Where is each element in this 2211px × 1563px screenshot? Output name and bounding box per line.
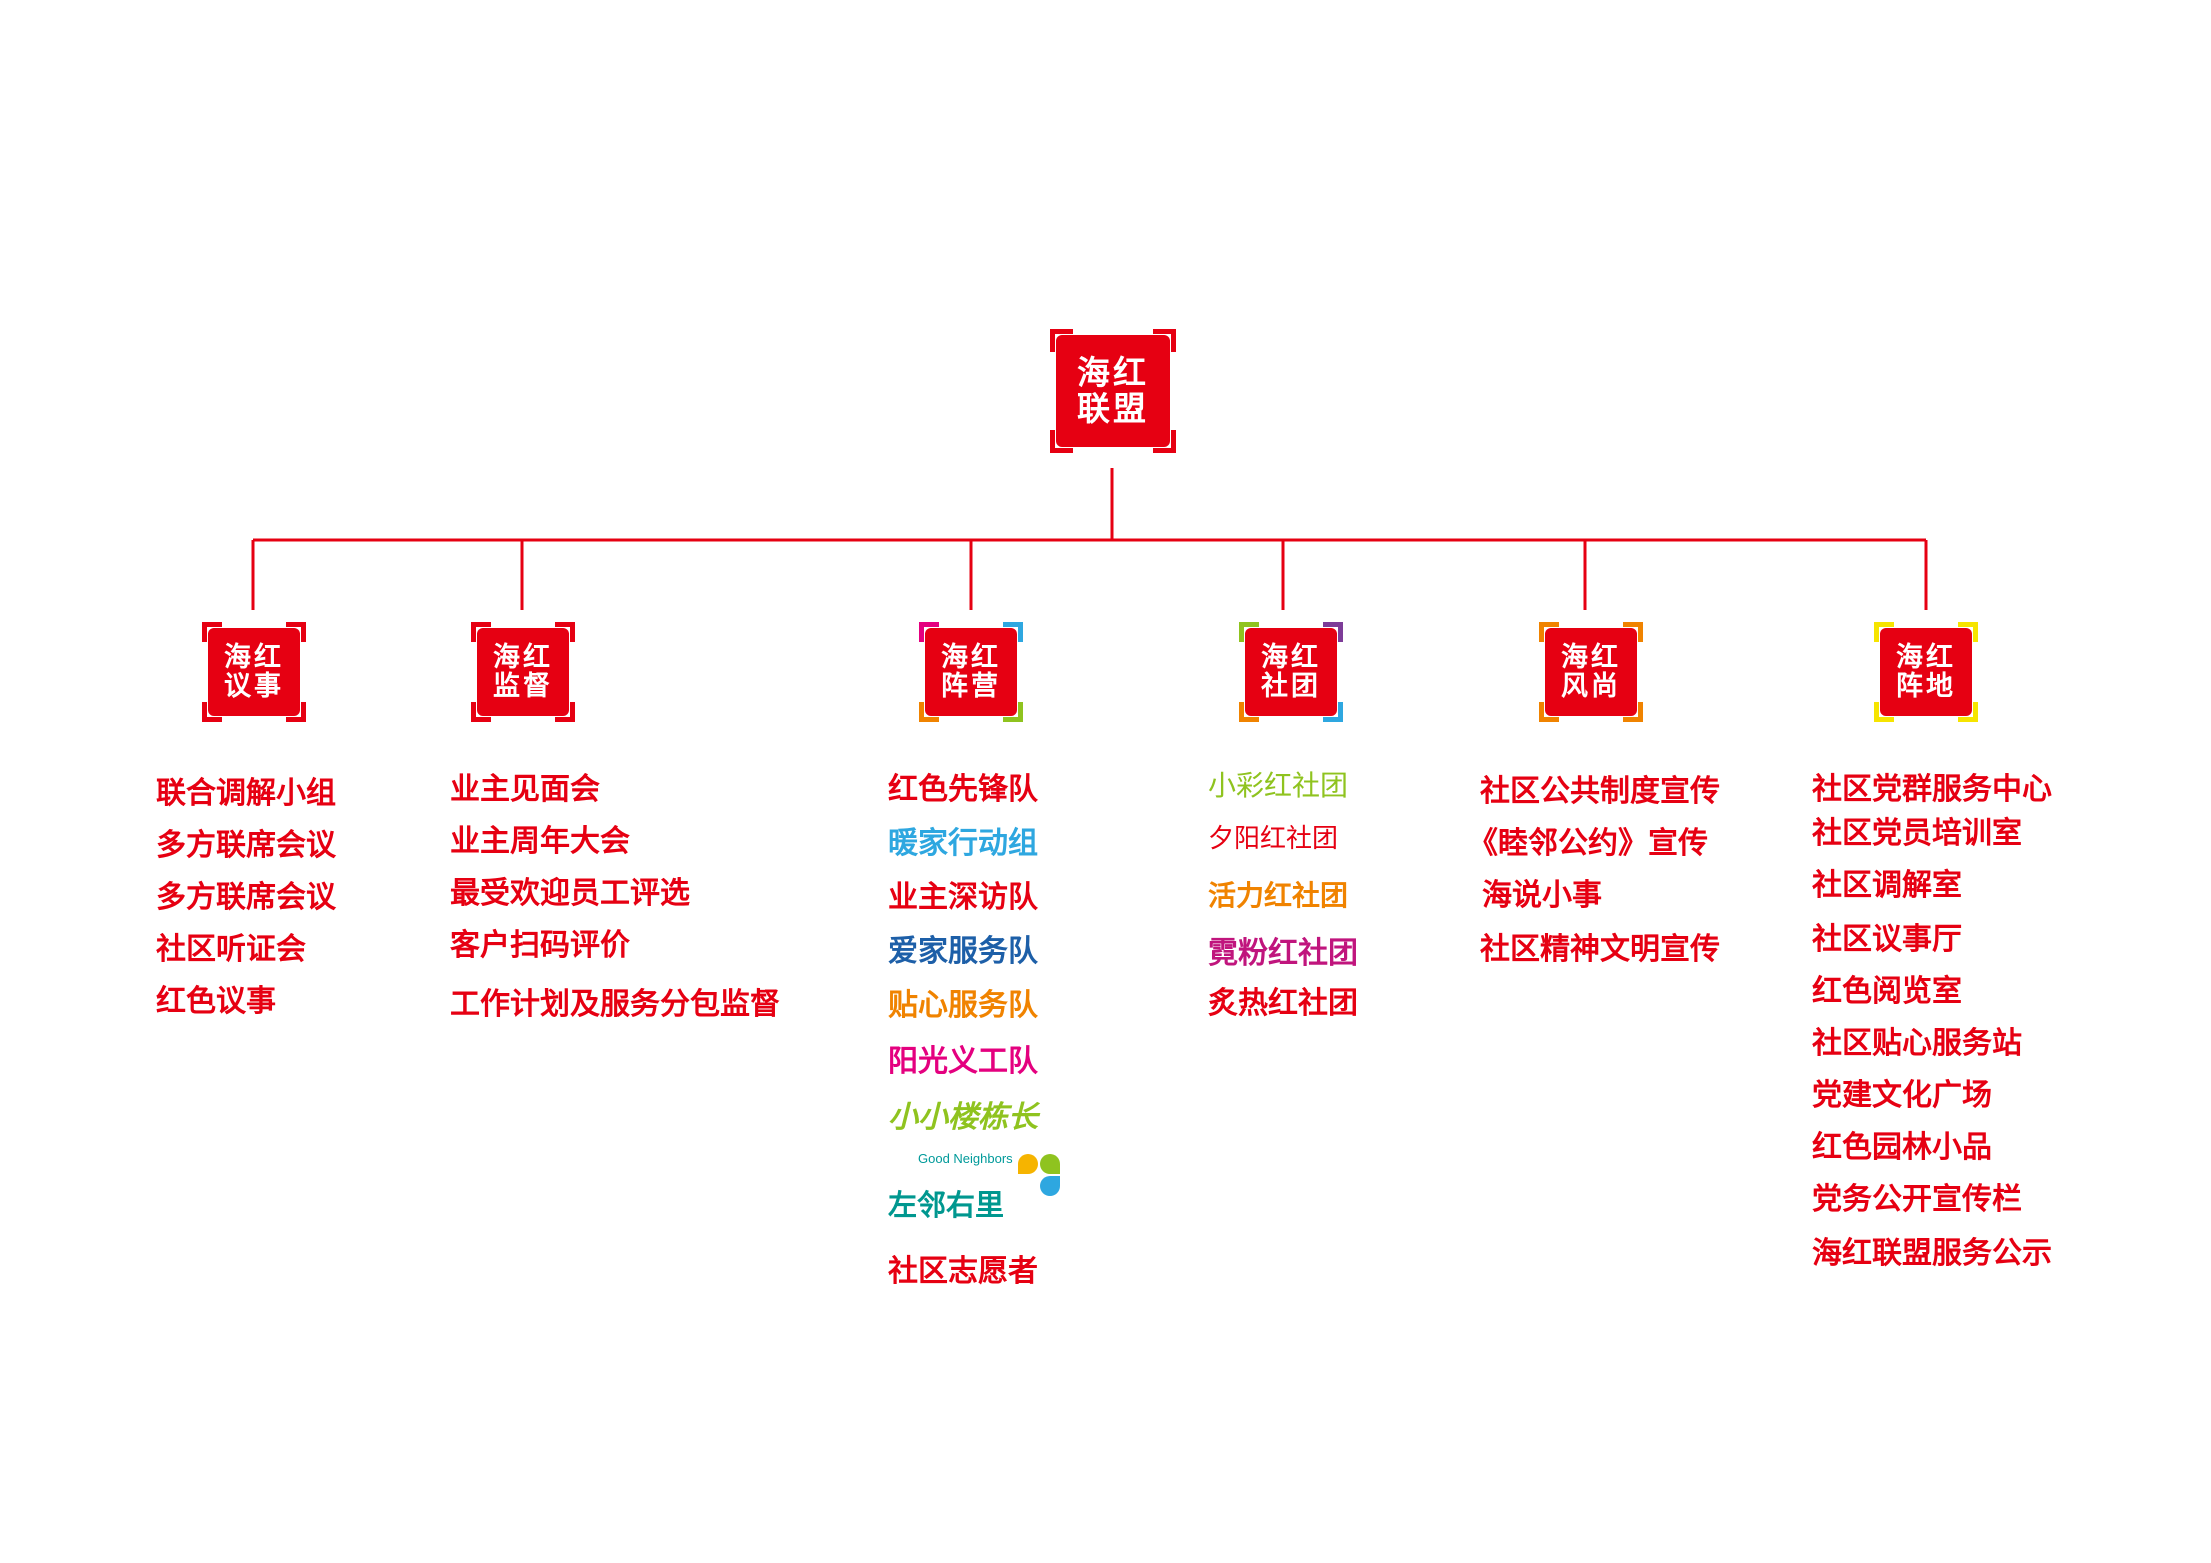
list-item-logo-vitality-club: 活力红社团 [1208,879,1349,912]
branch-badge-style: 海红 风尚 [1539,622,1643,722]
badge-line1: 海红 [1896,641,1956,673]
root-badge-line2: 联盟 [1077,389,1149,428]
list-item-logo-little-rainbow-club: 小彩红社团 [1208,769,1349,802]
list-item: 多方联席会议 [156,828,336,863]
list-item: 海说小事 [1482,878,1602,913]
branch-badge-deliberation: 海红 议事 [202,622,306,722]
list-item: 霓粉红社团 [1208,936,1358,971]
list-item: 海红联盟服务公示 [1812,1236,2052,1271]
list-item: 社区听证会 [156,932,306,967]
list-item: 社区调解室 [1812,868,1962,903]
root-badge-line1: 海红 [1077,353,1149,393]
badge-line2: 风尚 [1561,671,1621,702]
list-item: 党建文化广场 [1812,1078,1992,1113]
list-item: 《睦邻公约》宣传 [1468,826,1708,861]
list-item: 社区精神文明宣传 [1480,932,1720,967]
list-item: 爱家服务队 [888,934,1038,969]
list-item: 最受欢迎员工评选 [450,876,690,911]
list-item: 业主深访队 [888,880,1038,915]
badge-line1: 海红 [224,641,284,673]
good-neighbors-caption: Good Neighbors [918,1151,1013,1166]
list-item: 暖家行动组 [888,826,1038,861]
badge-line1: 海红 [941,641,1001,673]
list-item: 多方联席会议 [156,880,336,915]
list-item-logo-little-building-leader: 小小楼栋长 [888,1100,1038,1135]
list-item: 红色议事 [156,984,276,1019]
branch-badge-supervision: 海红 监督 [471,622,575,722]
list-item: 社区党员培训室 [1812,816,2022,851]
list-item: 业主见面会 [450,772,600,807]
list-item: 党务公开宣传栏 [1812,1182,2022,1217]
branch-badge-camp: 海红 阵营 [919,622,1023,722]
list-item-logo-left-neighbor-right: 左邻右里 [888,1188,1005,1222]
list-item: 红色先锋队 [888,772,1038,807]
list-item: 贴心服务队 [888,988,1038,1023]
badge-line2: 阵营 [941,671,1001,702]
badge-line2: 议事 [224,671,284,702]
badge-line1: 海红 [493,641,553,673]
branch-badge-clubs: 海红 社团 [1239,622,1343,722]
clover-leaf-icon [1040,1154,1060,1174]
root-badge-hai-hong-alliance: 海红 联盟 [1050,329,1176,453]
list-item: 客户扫码评价 [450,928,630,963]
badge-line1: 海红 [1561,641,1621,673]
list-item: 社区志愿者 [888,1254,1038,1289]
branch-badge-positions: 海红 阵地 [1874,622,1978,722]
list-item: 社区公共制度宣传 [1480,774,1720,809]
badge-line1: 海红 [1261,641,1321,673]
list-item: 红色阅览室 [1812,974,1962,1009]
badge-line2: 阵地 [1896,671,1956,702]
list-item: 社区党群服务中心 [1812,772,2052,807]
list-item: 炙热红社团 [1208,986,1358,1021]
list-item-logo-sunset-club: 夕阳红社团 [1208,824,1339,854]
list-item: 业主周年大会 [450,824,630,859]
list-item: 红色园林小品 [1812,1130,1992,1165]
badge-line2: 社团 [1261,671,1321,702]
clover-leaf-icon [1040,1176,1060,1196]
badge-line2: 监督 [493,671,553,702]
list-item: 阳光义工队 [888,1044,1038,1079]
clover-leaf-icon [1018,1154,1038,1174]
list-item: 社区贴心服务站 [1812,1026,2022,1061]
list-item: 工作计划及服务分包监督 [450,987,780,1022]
list-item: 社区议事厅 [1812,922,1962,957]
list-item: 联合调解小组 [156,776,336,811]
